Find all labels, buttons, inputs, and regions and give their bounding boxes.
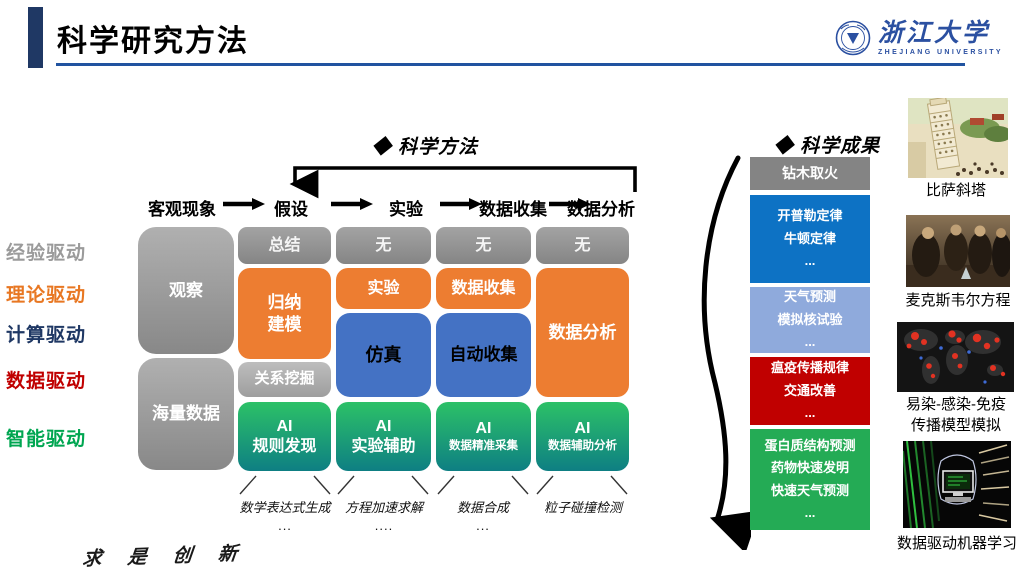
result-protein-drug-weather: 蛋白质结构预测 药物快速发明 快速天气预测 ... [750,429,870,530]
footnote-equation-solving: 方程加速求解 [344,500,424,515]
result-line: 药物快速发明 [770,460,849,476]
title-underline [56,63,965,66]
gallery-caption-sir-model: 易染-感染-免疫 传播模型模拟 [906,394,1006,436]
caption-line: 传播模型模拟 [910,417,1001,434]
fanout-lines-icon [536,475,628,495]
result-line: 瘟疫传播规律 [770,359,849,375]
caption-line: 数据驱动机器学习 [896,535,1018,552]
epidemic-map-image [897,322,1014,392]
result-line: ... [804,504,816,520]
drive-label-experience: 经验驱动 [6,243,87,264]
scientists-painting-image [906,215,1010,287]
feedback-arrow [289,166,637,199]
cell-line: AI [276,417,293,435]
cell-ai-experiment-assist: AI 实验辅助 [336,402,431,471]
logo-name-cn: 浙江大学 [878,19,991,47]
result-line: 牛顿定律 [783,230,836,246]
cell-auto-collect: 自动收集 [436,313,531,397]
university-seal-icon [835,20,871,56]
cell-line: 数据精准采集 [449,440,518,453]
logo-text: 浙江大学 ZHEJIANG UNIVERSITY [878,18,1003,56]
caption-line: 比萨斜塔 [925,182,987,199]
fanout-lines-icon [337,475,429,495]
gallery-caption-maxwell: 麦克斯韦尔方程 [905,290,1010,311]
cell-line: 规则发现 [252,437,317,455]
cell-line: 实验辅助 [351,437,416,455]
footnote-particle-collision: 粒子碰撞检测 [543,500,623,515]
flow-arrow-icon [331,198,373,210]
gallery-caption-ml: 数据驱动机器学习 [897,533,1017,554]
cell-line: AI [574,420,591,438]
caption-line: 易染-感染-免疫 [906,396,1006,413]
result-line: 蛋白质结构预测 [764,438,856,454]
result-kepler-newton: 开普勒定律 牛顿定律 ... [750,195,870,283]
cell-line: 数据辅助分析 [548,440,617,453]
cell-summary: 总结 [238,227,331,264]
cell-observe: 观察 [138,227,234,354]
drive-label-intelligence: 智能驱动 [6,429,87,450]
result-line: ... [804,253,816,269]
logo-name-en: ZHEJIANG UNIVERSITY [878,49,1003,56]
cell-line: 建模 [267,314,302,334]
result-line: ... [804,405,816,421]
cell-experiment: 实验 [336,268,431,309]
result-fire-drilling: 钻木取火 [750,157,870,190]
cell-data-analysis: 数据分析 [536,268,629,397]
result-line: ... [804,334,816,350]
result-line: 快速天气预测 [770,482,849,498]
result-weather-nuclear: 天气预测 模拟核试验 ... [750,287,870,353]
drive-label-data: 数据驱动 [6,371,87,392]
footnote-ellipsis: .... [374,518,394,533]
fanout-lines-icon [239,475,331,495]
cell-ai-analysis-assist: AI 数据辅助分析 [536,402,629,471]
drive-label-computation: 计算驱动 [6,325,87,346]
cell-none-experiment: 无 [336,227,431,264]
result-line: 交通改善 [783,382,836,398]
cell-mass-data: 海量数据 [138,358,234,470]
results-curve-arrow [701,155,751,550]
machine-learning-image [903,441,1011,528]
results-section-title: ◆ 科学成果 [773,136,881,157]
caption-line: 麦克斯韦尔方程 [905,292,1011,309]
result-line: 模拟核试验 [777,311,843,327]
result-line: 钻木取火 [782,165,838,182]
result-line: 天气预测 [783,288,836,304]
flow-step-hypothesis: 假设 [274,200,308,219]
flow-arrow-icon [440,198,482,210]
cell-data-collect: 数据收集 [436,268,531,309]
cell-simulation: 仿真 [336,313,431,397]
gallery-caption-pisa: 比萨斜塔 [926,180,986,201]
result-epidemic-traffic: 瘟疫传播规律 交通改善 ... [750,357,870,425]
flow-arrow-icon [223,198,265,210]
method-section-title: ◆ 科学方法 [371,137,479,158]
title-accent-bar [28,7,43,68]
fanout-lines-icon [437,475,529,495]
footnote-math-expression: 数学表达式生成 [239,500,331,515]
drive-label-theory: 理论驱动 [6,285,87,306]
motto-signature: 求是创新 [81,541,265,571]
cell-line: AI [475,420,492,438]
cell-induction-modeling: 归纳 建模 [238,268,331,359]
result-line: 开普勒定律 [777,207,843,223]
flow-step-phenomenon: 客观现象 [148,200,216,219]
cell-none-collect: 无 [436,227,531,264]
flow-step-experiment: 实验 [389,200,423,219]
cell-relation-mining: 关系挖掘 [238,362,331,397]
cell-none-analysis: 无 [536,227,629,264]
page-title: 科学研究方法 [57,25,249,58]
cell-ai-rule-discovery: AI 规则发现 [238,402,331,471]
pisa-tower-image [908,98,1008,178]
flow-step-data-collection: 数据收集 [479,200,547,219]
flow-arrow-icon [549,198,591,210]
cell-ai-precise-collect: AI 数据精准采集 [436,402,531,471]
cell-line: 归纳 [267,293,302,313]
cell-line: AI [375,417,392,435]
footnote-ellipsis: ... [476,518,490,533]
footnote-data-synthesis: 数据合成 [456,500,510,515]
university-logo: 浙江大学 ZHEJIANG UNIVERSITY [834,18,1003,58]
footnote-ellipsis: ... [278,518,292,533]
